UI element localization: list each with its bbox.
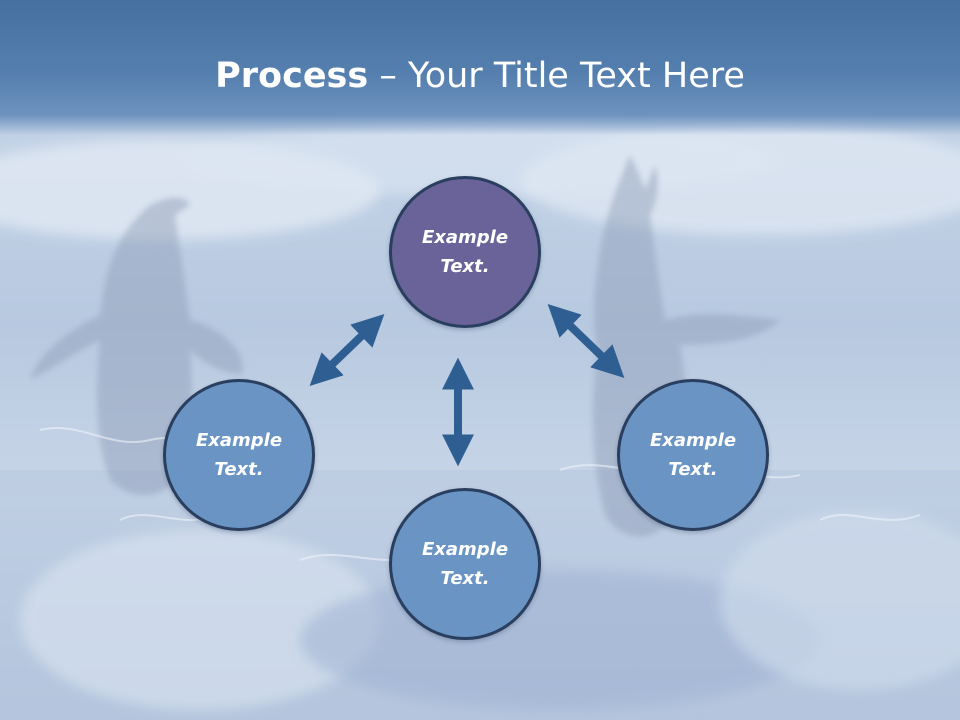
process-node-left[interactable]: Example Text. [163,379,315,531]
node-line1: Example [195,430,283,451]
process-node-top[interactable]: Example Text. [389,176,541,328]
title-dash: – [368,56,408,96]
arrow-top-left[interactable] [309,314,385,386]
title-bar [0,0,960,135]
process-node-right[interactable]: Example Text. [617,379,769,531]
node-line2: Text. [440,568,490,589]
node-line2: Text. [440,256,490,277]
title-rest: Your Title Text Here [407,56,745,96]
process-node-bottom[interactable]: Example Text. [389,488,541,640]
node-line1: Example [421,539,509,560]
node-line1: Example [649,430,737,451]
node-line1: Example [421,227,509,248]
node-line2: Text. [668,459,718,480]
arrow-top-right[interactable] [547,304,625,378]
node-line2: Text. [214,459,264,480]
title-bold: Process [215,56,369,96]
slide-title[interactable]: Process – Your Title Text Here [0,54,960,98]
